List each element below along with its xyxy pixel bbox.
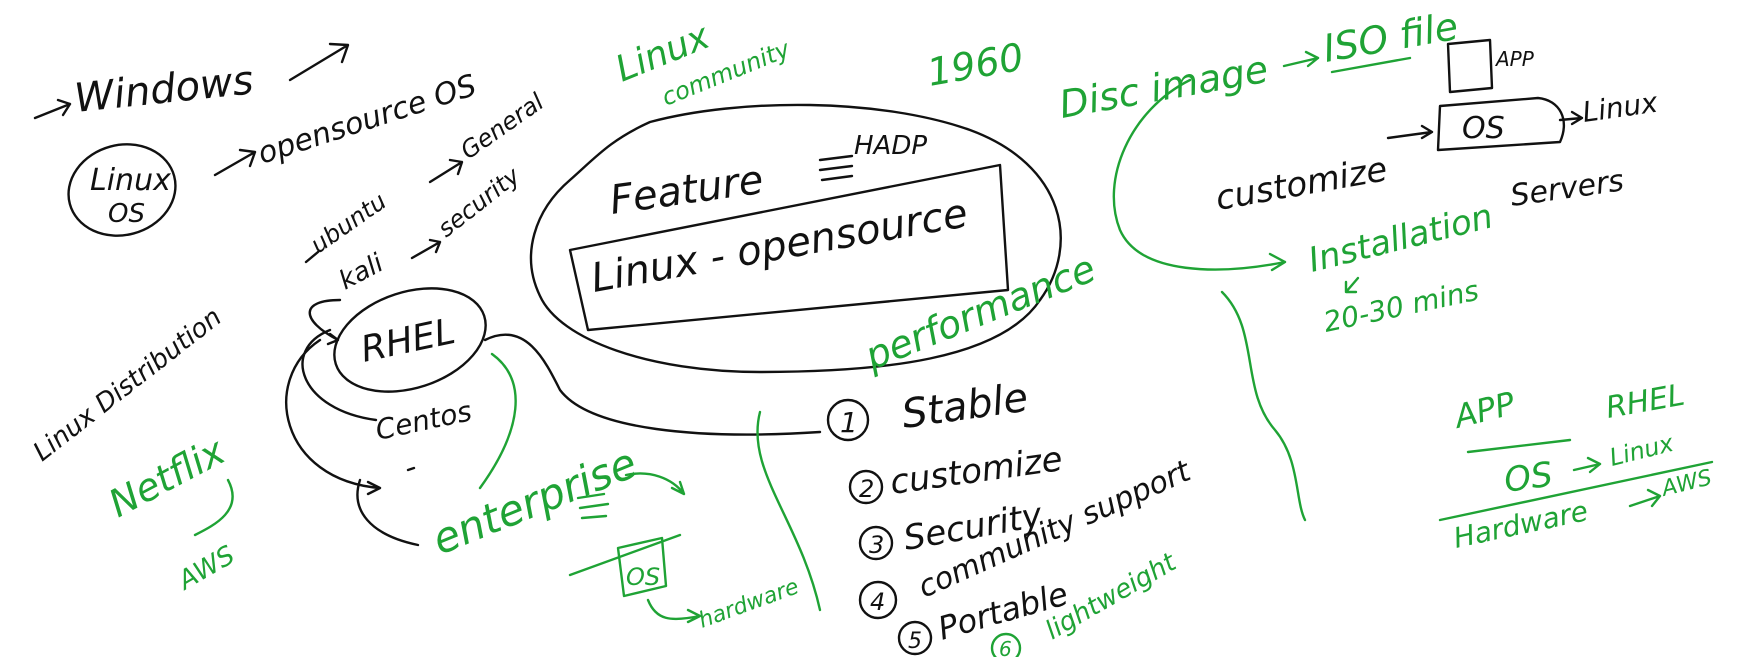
note-performance: performance xyxy=(858,246,1102,379)
list-circle-3 xyxy=(858,525,894,561)
note-app-right: APP xyxy=(1449,384,1520,436)
dot-mark xyxy=(406,466,416,472)
feature-list-mark xyxy=(818,154,854,182)
note-windows: Windows xyxy=(72,57,255,122)
list-item-1: Stable xyxy=(899,375,1031,438)
arrow-up-right xyxy=(288,42,350,82)
divider-os-hardware xyxy=(1438,460,1714,522)
list-circle-1 xyxy=(826,398,870,442)
note-aws-left: AWS xyxy=(172,540,240,597)
note-kali: kali xyxy=(334,248,389,296)
list-number-3: 3 xyxy=(869,531,884,559)
branch-kali xyxy=(308,298,342,346)
note-centos: Centos xyxy=(373,394,475,446)
arrow-to-linux-right xyxy=(1572,456,1602,474)
note-security: security xyxy=(432,161,525,243)
list-circle-4 xyxy=(858,580,898,620)
note-time: 20-30 mins xyxy=(1321,274,1482,339)
os-box xyxy=(616,536,668,598)
divider-app-os xyxy=(1466,438,1572,454)
linux-opensource-box xyxy=(568,163,1010,332)
note-year: 1960 xyxy=(924,35,1027,95)
note-app-top: APP xyxy=(1494,47,1535,71)
green-arrow-hardware xyxy=(646,598,702,624)
arrow-to-iso xyxy=(1282,50,1320,68)
os-top-box xyxy=(1436,96,1565,152)
linux-os-circle xyxy=(67,143,177,237)
arrow-to-windows xyxy=(33,98,72,120)
note-hardware-mid: hardware xyxy=(696,574,803,633)
list-circle-6 xyxy=(990,632,1022,657)
arrow-to-security xyxy=(410,238,442,260)
note-os-box: OS xyxy=(626,563,660,591)
green-hook-netflix xyxy=(193,478,234,537)
branch-centos xyxy=(301,328,378,422)
arrow-to-aws-right xyxy=(1628,488,1662,508)
note-linux-right: Linux xyxy=(1607,429,1677,472)
green-stack-mark xyxy=(576,492,610,520)
arrow-down-time xyxy=(1344,276,1360,294)
note-rhel-right: RHEL xyxy=(1603,378,1687,426)
arrow-to-linux-top xyxy=(1558,110,1584,126)
branch-third xyxy=(285,338,382,496)
list-number-5: 5 xyxy=(908,629,922,654)
green-loop-arrow xyxy=(1112,78,1287,272)
arrow-customize-to-os xyxy=(1386,124,1434,140)
list-circle-5 xyxy=(897,620,933,656)
app-box xyxy=(1446,38,1494,94)
green-link-rhel-enterprise xyxy=(478,352,517,490)
list-number-2: 2 xyxy=(859,475,874,503)
note-disc-image: Disc image xyxy=(1056,47,1271,127)
rhel-ellipse xyxy=(333,287,487,393)
note-os-top: OS xyxy=(1462,111,1505,146)
tick-ubuntu xyxy=(304,250,320,264)
note-opensource-os: opensource OS xyxy=(254,68,481,172)
arrow-to-opensource xyxy=(213,148,257,177)
list-number-1: 1 xyxy=(840,406,858,439)
note-rhel: RHEL xyxy=(357,311,458,371)
note-servers: Servers xyxy=(1508,163,1626,214)
list-number-4: 4 xyxy=(870,588,885,616)
green-right-vertical xyxy=(1220,290,1307,522)
note-os-right: OS xyxy=(1502,455,1555,501)
note-linux-top: Linux xyxy=(1580,86,1660,129)
note-hadp: HADP xyxy=(854,131,927,161)
note-enterprise: enterprise xyxy=(425,438,643,564)
note-ubuntu: ubuntu xyxy=(305,187,391,259)
branch-fourth xyxy=(356,478,420,547)
green-curve-arrow xyxy=(624,472,686,496)
note-feature: Feature xyxy=(607,157,766,224)
list-circle-2 xyxy=(848,469,884,505)
note-netflix: Netflix xyxy=(102,429,233,526)
iso-underline xyxy=(1330,56,1412,74)
note-linux-os-line1: Linux xyxy=(90,163,171,198)
note-linux-os-line2: OS xyxy=(108,199,145,229)
note-installation: Installation xyxy=(1305,196,1497,280)
feature-blob xyxy=(529,103,1062,374)
arrow-to-general xyxy=(428,158,464,184)
green-vertical-line xyxy=(756,410,822,612)
list-number-6: 6 xyxy=(999,637,1012,657)
connector-rhel-to-feature xyxy=(483,333,822,436)
list-item-2: customize xyxy=(888,439,1065,503)
note-customize: customize xyxy=(1213,149,1391,219)
